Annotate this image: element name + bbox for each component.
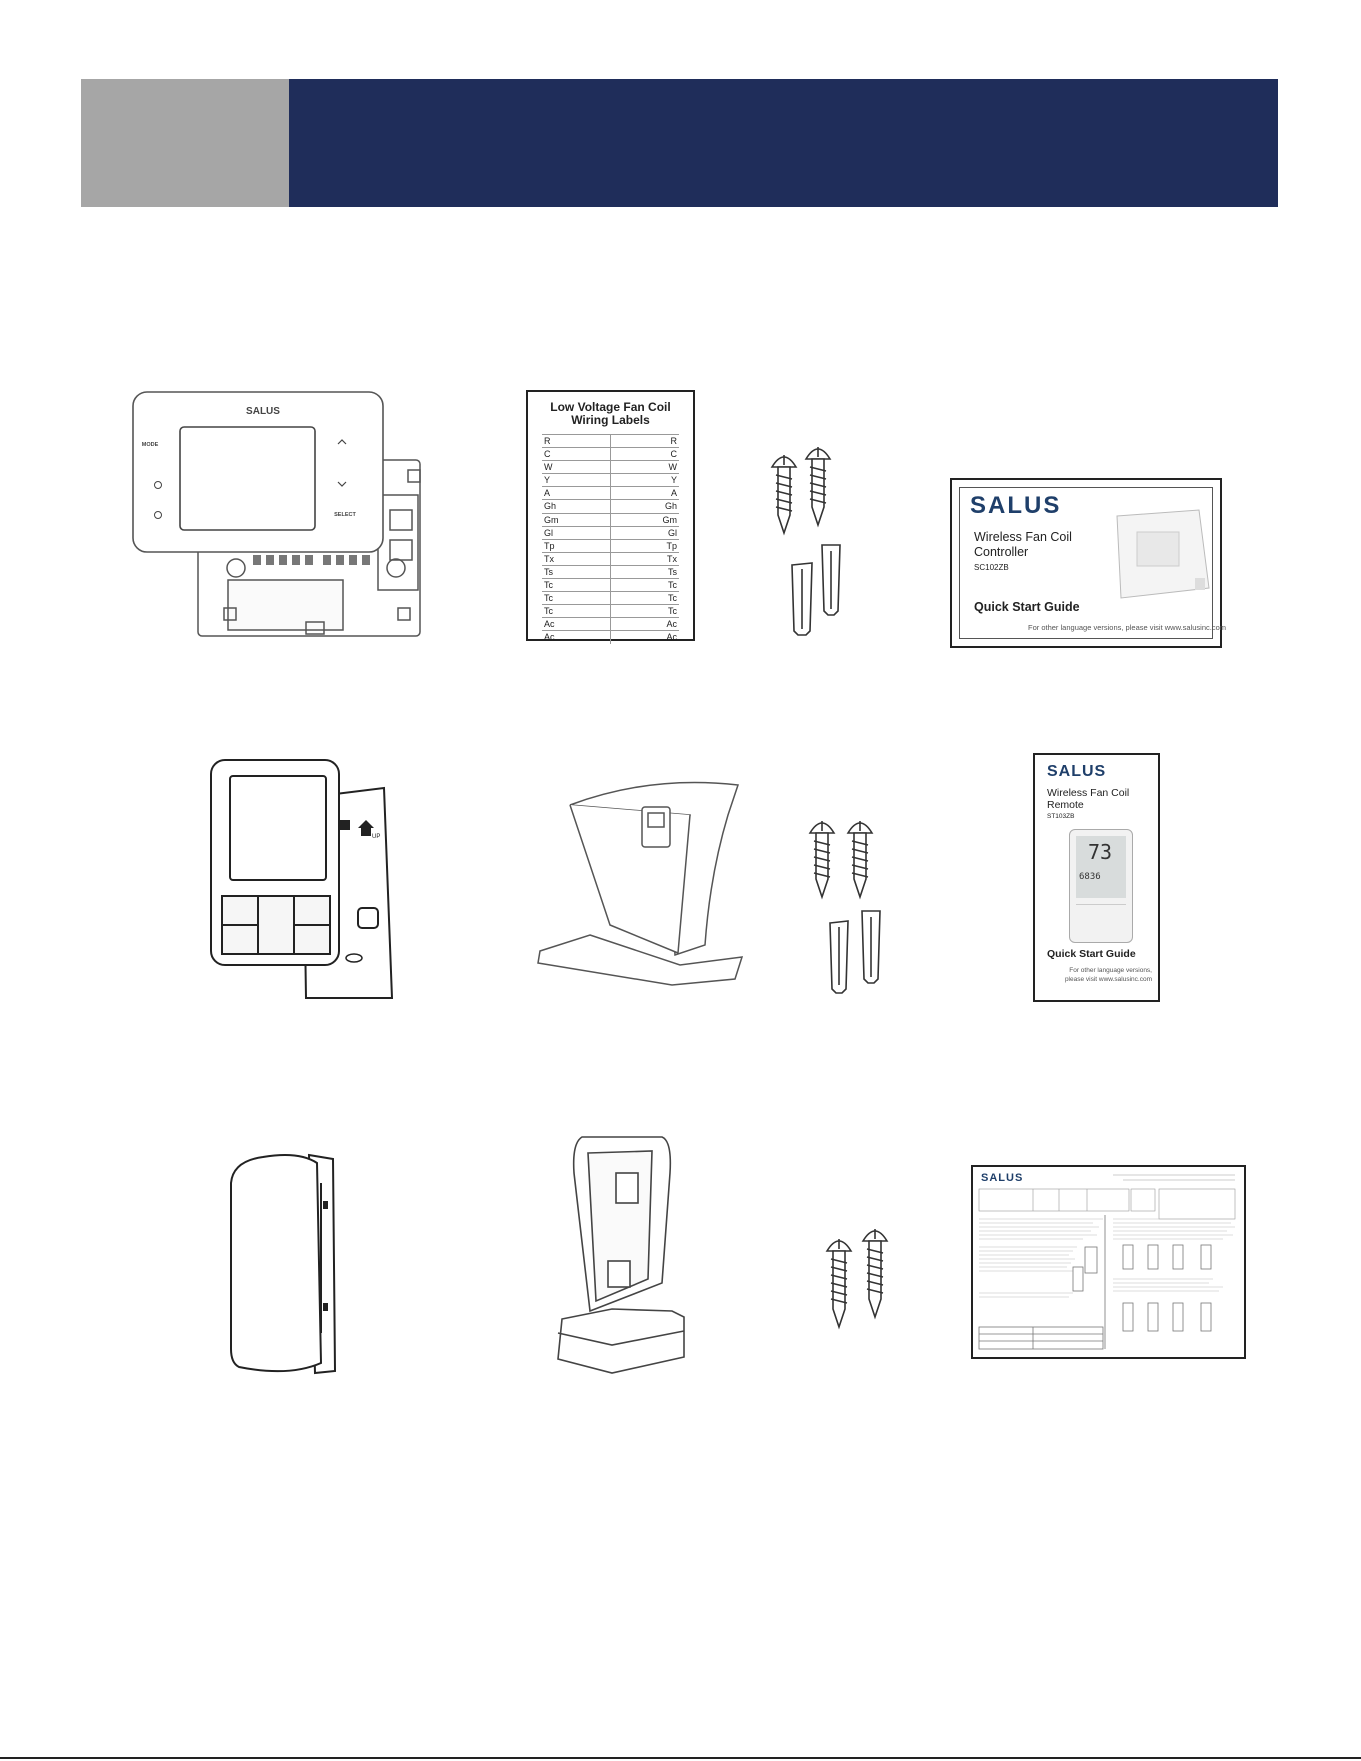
thermostat-brand: SALUS <box>246 406 280 417</box>
wiring-label-right: A <box>670 488 677 499</box>
remote-guide-title-2: Remote <box>1047 799 1084 811</box>
wiring-label-left: Tc <box>542 592 611 605</box>
wiring-label-left: Ac <box>542 618 611 631</box>
remote-guide-heading: Quick Start Guide <box>1047 948 1136 960</box>
header-gray-block <box>81 79 289 207</box>
wiring-label-right: Y <box>670 475 677 486</box>
remote-screen <box>229 775 327 881</box>
remote-guide-footer-1: For other language versions, <box>1069 967 1152 974</box>
mode-button-icon <box>154 481 162 489</box>
wiring-label-row: Gm Gm <box>542 512 679 526</box>
wiring-label-right: Gl <box>668 527 677 538</box>
wiring-label-right: Ac <box>666 619 677 630</box>
up-arrow-icon <box>337 439 347 445</box>
temperature-sensor <box>230 1153 337 1375</box>
screws-3 <box>825 1229 889 1330</box>
select-label: SELECT <box>334 512 356 518</box>
controller-guide-footer: For other language versions, please visi… <box>1028 623 1227 632</box>
wiring-label-row: Gl Gl <box>542 525 679 539</box>
wiring-label-left: Tc <box>542 579 611 592</box>
wiring-label-right: W <box>668 462 678 473</box>
remote-up-label: UP <box>372 834 380 840</box>
remote-photo: 73 6836 <box>1069 829 1133 943</box>
wiring-label-row: Tc Tc <box>542 591 679 605</box>
wiring-label-left: Tx <box>542 552 611 565</box>
wiring-label-right: C <box>670 449 678 460</box>
wiring-label-left: C <box>542 448 611 461</box>
wiring-label-left: A <box>542 487 611 500</box>
wiring-label-left: Tp <box>542 539 611 552</box>
thermostat-screen <box>179 426 316 531</box>
footer-rule <box>0 1757 1361 1759</box>
controller-guide-brand: SALUS <box>970 492 1062 519</box>
controller-quick-start-guide: SALUS Wireless Fan Coil Controller SC102… <box>950 478 1226 648</box>
wiring-label-right: Gh <box>664 501 677 512</box>
remote-desk-stand <box>537 781 744 986</box>
controller-photo <box>1116 509 1210 599</box>
wiring-label-right: Tp <box>666 540 677 551</box>
wiring-label-row: Ac Ac <box>542 617 679 631</box>
wiring-label-right: Tc <box>668 606 677 617</box>
controller-guide-title-1: Wireless Fan Coil <box>974 530 1072 544</box>
wiring-label-left: Gh <box>542 500 611 513</box>
sensor-guide-content <box>978 1174 1236 1350</box>
remote-guide-title-1: Wireless Fan Coil <box>1047 787 1130 799</box>
wiring-label-left: Tc <box>542 605 611 618</box>
remote-guide-brand: SALUS <box>1047 763 1107 780</box>
remote-display-temp: 73 <box>1088 840 1113 864</box>
wiring-label-right: R <box>670 436 678 446</box>
wiring-label-left: R <box>542 435 611 448</box>
wiring-label-row: Ac Ac <box>542 630 679 644</box>
remote-guide-footer-2: please visit www.salusinc.com <box>1064 976 1152 983</box>
wiring-label-row: Gh Gh <box>542 499 679 513</box>
remote-quick-start-guide: SALUS Wireless Fan Coil Remote ST103ZB 7… <box>1033 753 1160 1002</box>
wiring-label-right: Tx <box>667 553 677 564</box>
stand-base <box>537 934 744 986</box>
wiring-label-left: W <box>542 461 611 474</box>
screws-and-anchors-1 <box>770 447 841 636</box>
controller-guide-heading: Quick Start Guide <box>974 600 1080 614</box>
wiring-label-left: Ac <box>542 631 611 644</box>
wiring-label-left: Gl <box>542 526 611 539</box>
wiring-label-right: Gm <box>662 514 678 525</box>
mode-label: MODE <box>142 442 159 448</box>
wiring-label-right: Ts <box>668 566 677 577</box>
header-blue-banner <box>289 79 1278 207</box>
wiring-label-row: Tc Tc <box>542 578 679 592</box>
wiring-label-row: Tc Tc <box>542 604 679 618</box>
remote-display-small: 6836 <box>1079 872 1101 882</box>
sensor-body <box>230 1154 323 1373</box>
wiring-card-title: Low Voltage Fan Coil Wiring Labels <box>550 400 671 427</box>
wiring-label-row: Ts Ts <box>542 564 679 579</box>
home-icon <box>358 820 374 836</box>
controller-guide-model: SC102ZB <box>974 563 1009 572</box>
remote-guide-model: ST103ZB <box>1047 813 1075 820</box>
sensor-quick-start-guide: SALUS <box>971 1165 1246 1359</box>
controller-guide-title-2: Controller <box>974 545 1029 559</box>
remote-with-wall-plate: UP <box>210 759 394 999</box>
sensor-guide-brand: SALUS <box>981 1172 1024 1184</box>
wiring-label-row: Tp Tp <box>542 538 679 552</box>
wiring-label-left: Y <box>542 474 611 487</box>
down-arrow-icon <box>337 481 347 487</box>
wiring-label-right: Ac <box>666 632 677 643</box>
thermostat-illustration: SALUS MODE SELECT <box>132 391 421 637</box>
wiring-label-right: Tc <box>668 580 677 591</box>
screws-and-anchors-2 <box>808 821 881 994</box>
wiring-label-right: Tc <box>668 593 677 604</box>
wiring-label-left: Ts <box>542 565 611 579</box>
wiring-label-row: Tx Tx <box>542 551 679 565</box>
sensor-desk-cradle <box>557 1136 685 1374</box>
power-button-icon <box>154 511 162 519</box>
wiring-label-left: Gm <box>542 513 611 526</box>
